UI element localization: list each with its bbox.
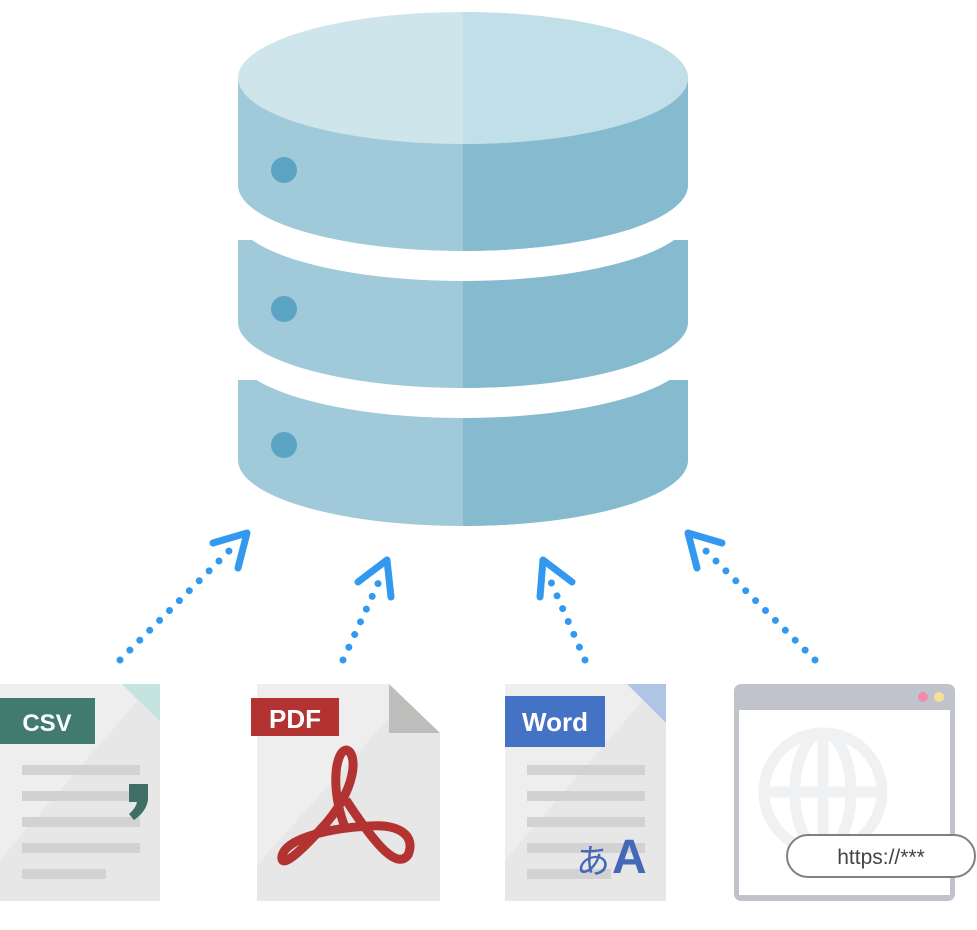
pdf-label-badge (251, 698, 339, 736)
latin-glyph: A (612, 831, 647, 884)
arrow-web-to-database (684, 529, 819, 664)
word-file-icon: あ A Word (505, 684, 666, 901)
csv-file-icon: CSV (0, 684, 160, 901)
pdf-label: PDF (269, 704, 321, 734)
word-label-badge (505, 696, 605, 747)
disk-indicator-2 (271, 296, 297, 322)
url-text: https://*** (837, 846, 925, 869)
acrobat-logo-icon (277, 745, 415, 866)
disk-indicator-3 (271, 432, 297, 458)
disk-indicator-1 (271, 157, 297, 183)
arrow-csv-to-database (116, 529, 251, 664)
word-label: Word (522, 707, 588, 737)
kana-glyph: あ (576, 842, 610, 882)
arrow-pdf-to-database (339, 556, 395, 664)
comma-icon (129, 784, 148, 820)
globe-icon (758, 727, 888, 857)
csv-label: CSV (22, 710, 71, 737)
browser-window-icon: https://*** (734, 684, 976, 901)
url-bar (786, 834, 976, 878)
database-icon (235, 12, 691, 526)
pdf-file-icon: PDF (251, 684, 440, 901)
arrow-word-to-database (536, 556, 589, 664)
csv-label-badge (0, 698, 95, 744)
